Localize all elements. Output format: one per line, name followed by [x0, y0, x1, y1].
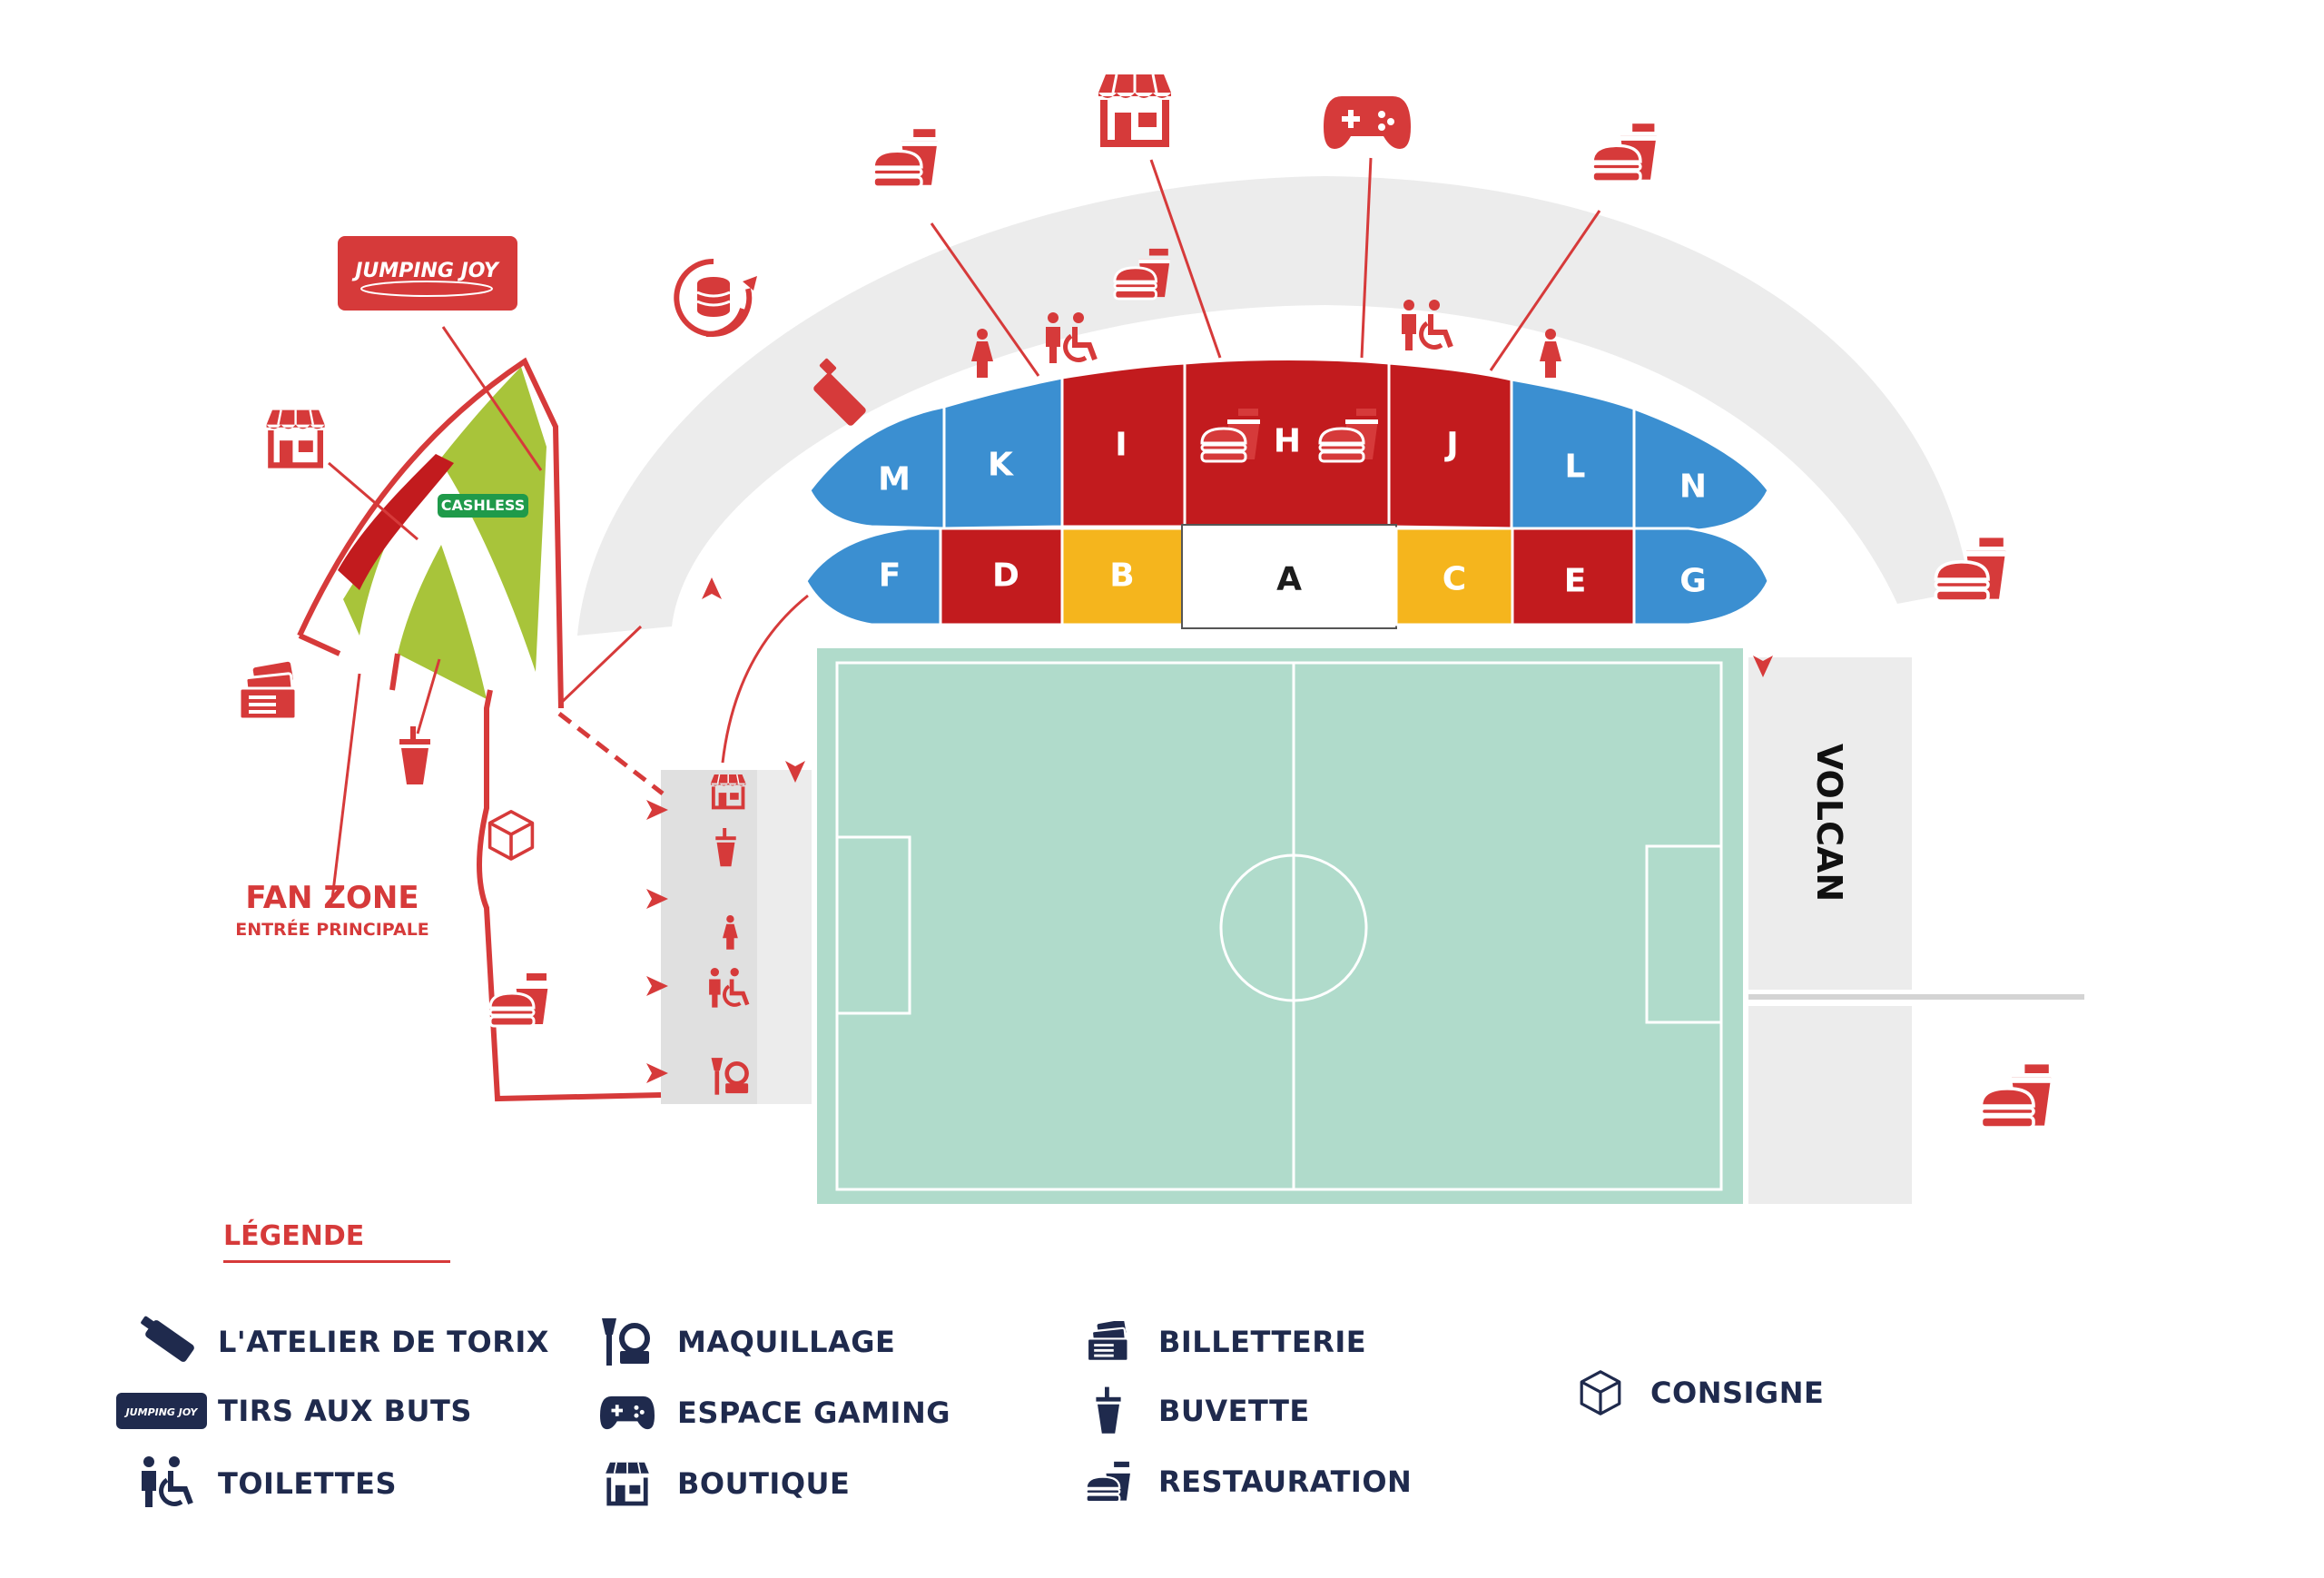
section-label-m: M: [878, 461, 911, 498]
cashless-label: CASHLESS: [441, 497, 526, 514]
football-pitch: [817, 648, 1743, 1204]
section-label-l: L: [1565, 449, 1586, 486]
arrow-icon: [702, 577, 722, 599]
south-stand: [804, 524, 1770, 629]
service-strip: [661, 770, 757, 1104]
toilets-icon: [118, 1456, 218, 1511]
drink-icon: [1059, 1384, 1158, 1438]
north-stand: [808, 358, 1770, 534]
section-label-j: J: [1443, 427, 1458, 464]
concourse-arc: [577, 176, 1970, 636]
jumping-joy-icon: JUMPING JOY: [105, 1384, 218, 1438]
gamepad-icon: [577, 1386, 677, 1440]
food-icon: [1590, 122, 1659, 183]
drink-icon: [399, 726, 430, 784]
food-icon: [488, 971, 550, 1028]
jumping-joy-sign: JUMPING JOY: [338, 236, 517, 311]
shop-icon: [267, 410, 325, 466]
legend-item-maquillage: MAQUILLAGE: [577, 1315, 895, 1369]
legend-item-billetterie: BILLETTERIE: [1059, 1315, 1366, 1369]
section-label-a: A: [1276, 561, 1302, 598]
section-label-k: K: [988, 447, 1014, 484]
food-icon: [1059, 1455, 1158, 1509]
section-label-c: C: [1443, 561, 1466, 598]
fan-zone-label: FAN ZONE: [245, 880, 419, 916]
cashless-tag: [438, 494, 528, 518]
legend-item-espace-gaming: ESPACE GAMING: [577, 1386, 950, 1440]
section-label-n: N: [1679, 468, 1707, 506]
shop-icon: [1098, 74, 1171, 143]
legend-item-toilettes: TOILETTES: [118, 1456, 397, 1511]
locker-icon: [1551, 1366, 1650, 1420]
section-label-g: G: [1679, 563, 1707, 600]
legend-item-buvette: BUVETTE: [1059, 1384, 1310, 1438]
jumping-joy-mini-label: JUMPING JOY: [124, 1406, 199, 1418]
legend-item-torix: L'ATELIER DE TORIX: [118, 1315, 549, 1369]
legend-item-boutique: BOUTIQUE: [577, 1456, 850, 1511]
section-labels: M K I H J L N F D B A C E G: [878, 423, 1707, 600]
food-icon: [1979, 1062, 2053, 1129]
recycle-icon: [676, 261, 757, 334]
ticket-icon: [238, 659, 298, 721]
section-e[interactable]: [1511, 527, 1636, 626]
section-label-f: F: [879, 557, 901, 595]
section-label-d: D: [992, 557, 1019, 595]
section-label-e: E: [1564, 563, 1587, 600]
makeup-icon: [577, 1315, 677, 1369]
section-label-h: H: [1274, 423, 1301, 460]
shop-icon: [577, 1456, 677, 1511]
leader-lines: [328, 157, 1601, 900]
section-n[interactable]: [1632, 406, 1770, 534]
legend-item-restauration: RESTAURATION: [1059, 1455, 1412, 1509]
section-label-b: B: [1109, 557, 1134, 595]
legend-title: LÉGENDE: [223, 1220, 365, 1252]
jumping-joy-label: JUMPING JOY: [351, 260, 500, 282]
section-g[interactable]: [1632, 527, 1770, 626]
section-f[interactable]: [804, 527, 942, 626]
legend-item-consigne: CONSIGNE: [1551, 1366, 1824, 1420]
volcan-stand: [1748, 657, 1912, 990]
section-label-i: I: [1115, 427, 1127, 464]
gamepad-icon: [1324, 96, 1411, 149]
main-entrance-label: ENTRÉE PRINCIPALE: [235, 919, 429, 940]
food-icon: [872, 127, 940, 189]
legend-divider: [223, 1260, 450, 1263]
section-b[interactable]: [1060, 527, 1187, 626]
marker-icon: [118, 1315, 218, 1369]
locker-icon: [487, 809, 535, 861]
ticket-icon: [1059, 1315, 1158, 1369]
volcan-lower: [1748, 1006, 1912, 1204]
legend-item-tirs-aux-buts: JUMPING JOY TIRS AUX BUTS: [105, 1384, 472, 1438]
volcan-label: VOLCAN: [1809, 744, 1849, 902]
